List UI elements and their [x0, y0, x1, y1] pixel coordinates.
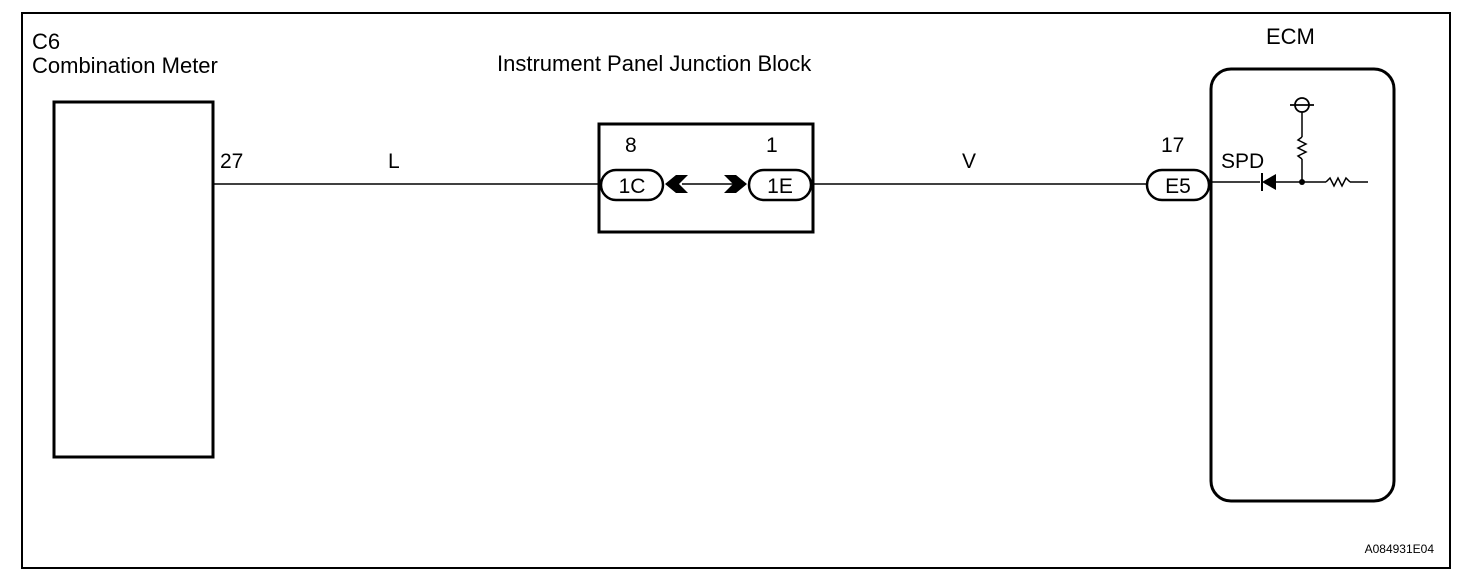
wire-left-color: L — [388, 150, 400, 173]
ecm-terminal-label: SPD — [1221, 150, 1264, 173]
junction-right-pin: 1 — [766, 134, 778, 157]
connector-1e-label: 1E — [767, 175, 793, 198]
combination-meter-title: Combination Meter — [32, 53, 218, 78]
ecm-pin: 17 — [1161, 134, 1184, 157]
left-arrow-icon — [665, 175, 688, 193]
diagram-frame — [21, 12, 1451, 569]
junction-left-pin: 8 — [625, 134, 637, 157]
combination-meter-box — [52, 100, 215, 459]
combination-meter-code: C6 — [32, 29, 60, 54]
pullup-resistor-icon — [1296, 136, 1308, 160]
junction-block-title: Instrument Panel Junction Block — [497, 51, 812, 76]
connector-1e — [747, 168, 813, 202]
connector-e5-label: E5 — [1165, 175, 1191, 198]
ecm-box — [1209, 67, 1396, 503]
series-resistor-icon — [1325, 176, 1351, 188]
connector-1c — [599, 168, 665, 202]
wire-right-color: V — [962, 150, 976, 173]
diode-icon — [1262, 174, 1276, 190]
ecm-title: ECM — [1266, 24, 1315, 49]
connector-1c-label: 1C — [619, 175, 646, 198]
connector-e5 — [1145, 168, 1211, 202]
combination-meter-pin: 27 — [220, 150, 243, 173]
right-arrow-icon — [724, 175, 747, 193]
figure-id: A084931E04 — [1365, 542, 1435, 556]
junction-block-box — [597, 122, 815, 234]
